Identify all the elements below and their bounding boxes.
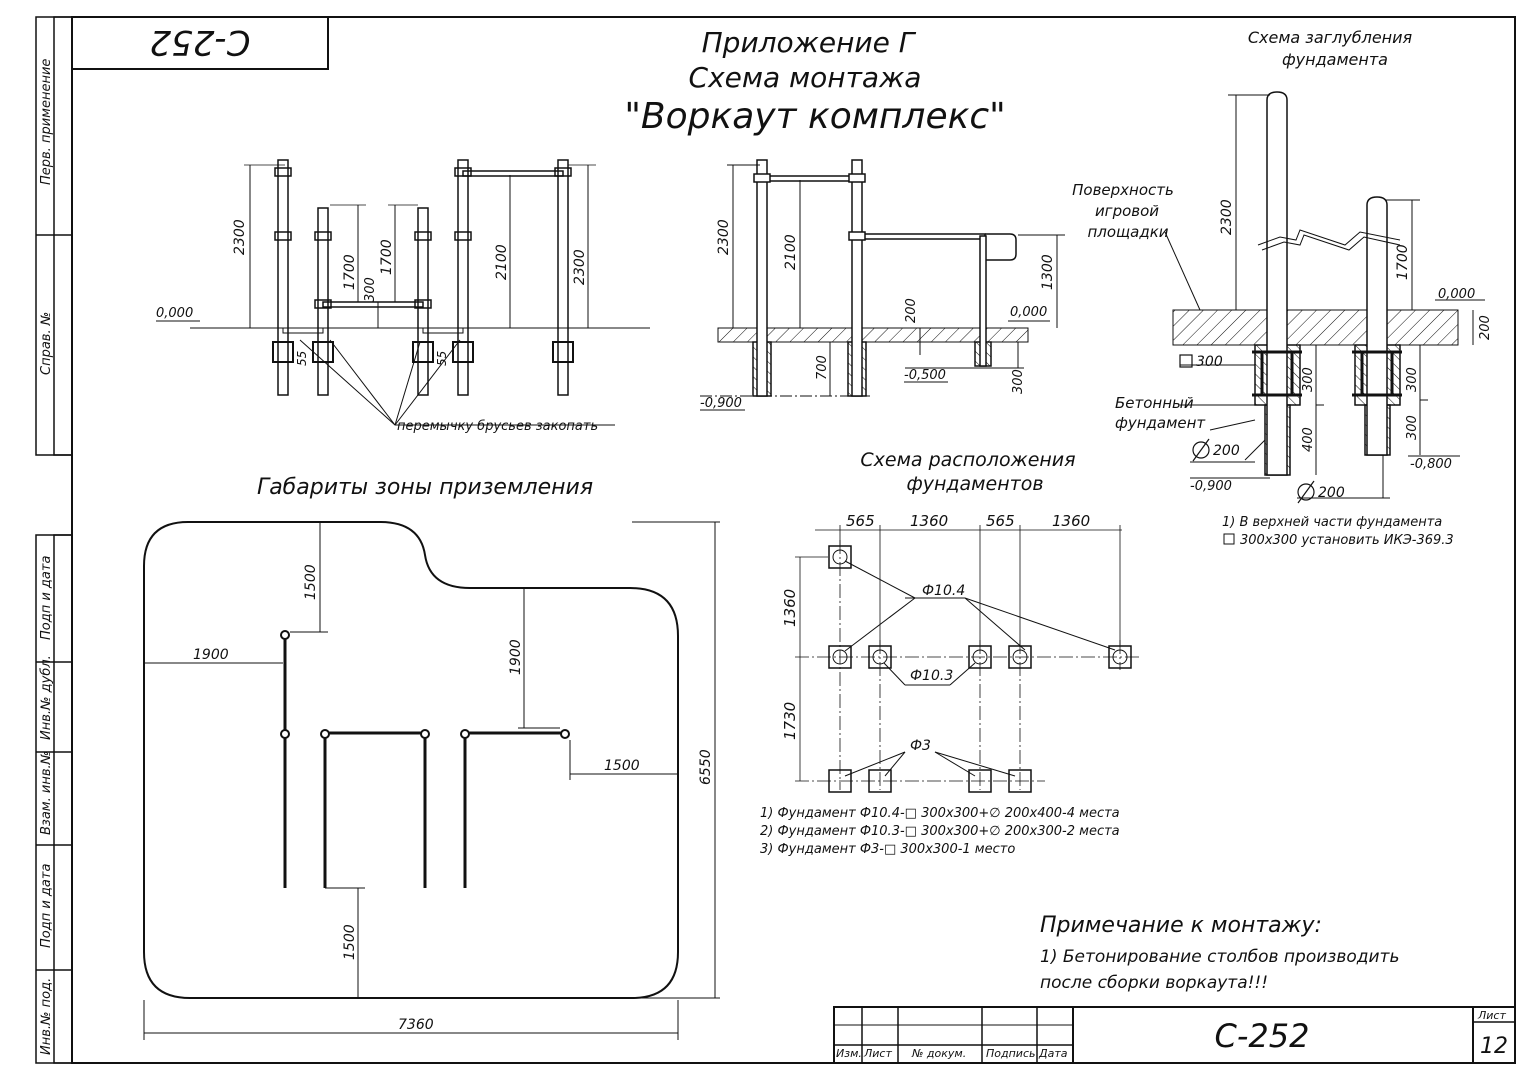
tb-sheet-number: 12	[1480, 1034, 1508, 1059]
elev1-dim-55b: 55	[435, 351, 449, 366]
layout-title-2: фундаментов	[906, 473, 1043, 495]
surface-label-1: Поверхность	[1072, 181, 1174, 199]
layout-note-2: 2) Фундамент Ф10.3-□ 300х300+∅ 200х300-2…	[760, 824, 1120, 839]
depth-scheme	[1164, 91, 1485, 504]
side-label-podp-2: Подп и дата	[39, 864, 54, 948]
elev2-level-0: 0,000	[1010, 305, 1047, 320]
tb-code: С-252	[1215, 1017, 1310, 1055]
side-label-inv-pod: Инв.№ под.	[39, 978, 54, 1055]
layout-note-3: 3) Фундамент Ф3-□ 300х300-1 место	[760, 842, 1015, 857]
appendix-title: Приложение Г	[702, 26, 917, 59]
landing-dim-6550: 6550	[698, 749, 714, 785]
depth-diam-200a: 200	[1213, 443, 1240, 459]
elev1-note: перемычку брусьев закопать	[397, 419, 598, 434]
elev2-dim-200: 200	[904, 298, 919, 323]
tb-sheet-label: Лист	[1477, 1009, 1506, 1022]
side-label-podp-1: Подп и дата	[39, 556, 54, 640]
depth-note-square	[1223, 533, 1235, 545]
depth-dim-300a: 300	[1301, 367, 1316, 392]
elev2-dim-2300: 2300	[716, 219, 732, 255]
depth-note-1: 1) В верхней части фундамента	[1222, 515, 1442, 530]
title-block	[833, 1006, 1516, 1064]
layout-dim-565b: 565	[986, 512, 1015, 530]
elev1-dim-300: 300	[363, 277, 378, 302]
landing-dim-1500-right: 1500	[604, 758, 640, 774]
layout-note-1: 1) Фундамент Ф10.4-□ 300х300+∅ 200х400-4…	[760, 806, 1120, 821]
side-label-sprav: Справ. №	[39, 312, 54, 375]
layout-dim-1730-left: 1730	[781, 702, 799, 740]
concrete-label-2: фундамент	[1115, 414, 1206, 432]
code-box-rotated: С-252	[71, 16, 329, 70]
elev1-dim-2100: 2100	[494, 244, 510, 280]
depth-square-300: 300	[1196, 354, 1223, 370]
tb-header-izm: Изм.	[836, 1047, 862, 1060]
elev1-level: 0,000	[156, 306, 193, 321]
sheet-frame	[35, 16, 1516, 1064]
elev2-level-0900: -0,900	[700, 396, 742, 411]
tb-header-dokum: № докум.	[911, 1047, 966, 1060]
depth-title-1: Схема заглубления	[1248, 28, 1413, 47]
depth-dim-2300: 2300	[1219, 199, 1235, 235]
landing-dim-1500-top: 1500	[303, 564, 319, 600]
landing-zone	[143, 521, 720, 1040]
foundation-layout	[795, 525, 1140, 793]
depth-level-0800: -0,800	[1410, 457, 1452, 472]
depth-title-2: фундамента	[1282, 50, 1388, 69]
mounting-note-line1: 1) Бетонирование столбов производить	[1040, 947, 1399, 967]
elev2-dim-300: 300	[1011, 369, 1026, 394]
landing-dim-1900-right: 1900	[508, 639, 524, 675]
side-label-vzam: Взам. инв.№	[39, 751, 54, 835]
elev1-dim-55a: 55	[295, 351, 309, 366]
elev1-dim-1700a: 1700	[342, 254, 358, 290]
layout-dim-1360b: 1360	[1052, 512, 1090, 530]
label-f3: Ф3	[910, 738, 931, 754]
layout-dim-1360-left: 1360	[781, 589, 799, 627]
elev1-dim-1700b: 1700	[379, 239, 395, 275]
elev2-dim-700: 700	[815, 355, 830, 380]
depth-dim-200: 200	[1478, 315, 1493, 340]
mounting-note-line2: после сборки воркаута!!!	[1040, 973, 1268, 993]
elev2-dim-2100: 2100	[783, 234, 799, 270]
mounting-note-title: Примечание к монтажу:	[1040, 913, 1322, 938]
depth-dim-1700: 1700	[1395, 244, 1411, 280]
tb-header-list: Лист	[863, 1047, 892, 1060]
label-f10-3: Ф10.3	[910, 668, 953, 684]
layout-title-1: Схема расположения	[860, 449, 1075, 471]
layout-dim-565a: 565	[846, 512, 875, 530]
side-label-inv-dubl: Инв.№ дубл.	[39, 655, 54, 740]
landing-dim-7360: 7360	[398, 1017, 434, 1033]
elev2-dim-1300: 1300	[1040, 254, 1056, 290]
surface-label-3: площадки	[1087, 223, 1168, 241]
elev1-dim-2300b: 2300	[572, 249, 588, 285]
side-labels: Перв. применение Справ. № Подп и дата Ин…	[39, 59, 54, 1055]
depth-diam-200b: 200	[1318, 485, 1345, 501]
depth-level-0: 0,000	[1438, 287, 1475, 302]
subtitle: Схема монтажа	[689, 61, 922, 94]
depth-dim-400: 400	[1301, 427, 1316, 452]
concrete-label-1: Бетонный	[1115, 394, 1194, 412]
layout-dim-1360a: 1360	[910, 512, 948, 530]
main-title: "Воркаут комплекс"	[624, 96, 1005, 137]
tb-header-podpis: Подпись	[986, 1047, 1035, 1060]
elev1-dim-2300a: 2300	[232, 219, 248, 255]
tb-header-data: Дата	[1038, 1047, 1068, 1060]
landing-dim-1900-left: 1900	[193, 647, 229, 663]
landing-dim-1500-bottom: 1500	[342, 924, 358, 960]
elevation-2	[700, 159, 1065, 411]
depth-dim-300c: 300	[1405, 415, 1420, 440]
side-label-perv: Перв. применение	[39, 59, 54, 185]
depth-level-0900: -0,900	[1190, 479, 1232, 494]
code-rotated: С-252	[150, 22, 251, 62]
landing-zone-title: Габариты зоны приземления	[257, 475, 593, 500]
surface-label-2: игровой	[1095, 202, 1159, 220]
depth-dim-300b: 300	[1405, 367, 1420, 392]
label-f10-4: Ф10.4	[922, 583, 965, 599]
elev2-level-0500: -0,500	[904, 368, 946, 383]
depth-note-2: 300х300 установить ИКЭ-369.3	[1240, 533, 1454, 548]
elevation-1	[156, 159, 650, 426]
